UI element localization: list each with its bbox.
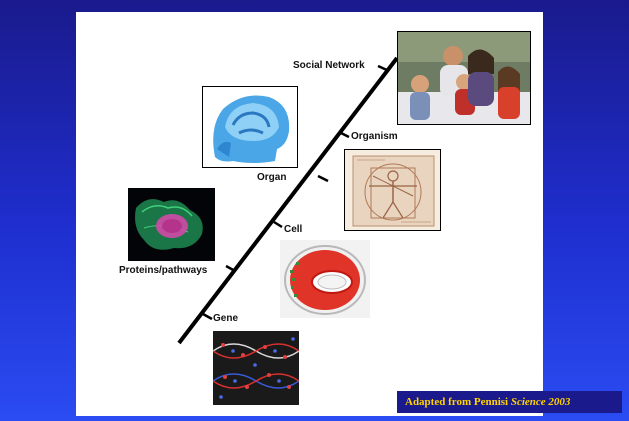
credit-journal: Science 2003 [510, 396, 571, 408]
scale-axis-line [177, 56, 399, 345]
tick-organism [340, 131, 350, 139]
cell-diagram [280, 240, 370, 318]
fluorescent-cell-image [128, 188, 215, 261]
label-organism: Organism [351, 131, 398, 142]
tick-organ [317, 174, 329, 183]
label-cell: Cell [284, 224, 303, 235]
tick-social-network [377, 64, 388, 72]
tick-gene [202, 312, 213, 321]
label-gene: Gene [213, 313, 239, 324]
family-photo [397, 31, 531, 125]
tick-cell [273, 220, 283, 229]
credit-prefix: Adapted from Pennisi [405, 396, 511, 408]
dna-helix-image [213, 331, 299, 405]
label-proteins-pathways: Proteins/pathways [119, 265, 208, 276]
vitruvian-man-sketch [344, 149, 441, 231]
brain-mri-scan [202, 86, 298, 168]
citation-credit: Adapted from Pennisi Science 2003 [397, 391, 622, 413]
tick-proteins [225, 264, 236, 273]
label-social-network: Social Network [293, 60, 365, 71]
label-organ: Organ [257, 172, 287, 183]
